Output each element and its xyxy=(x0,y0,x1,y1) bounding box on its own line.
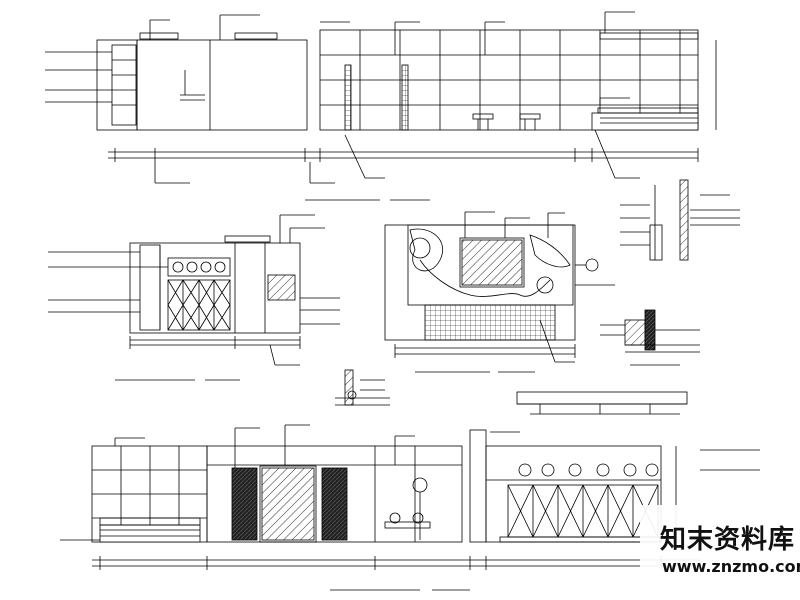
section-details xyxy=(335,179,740,415)
elevation-top xyxy=(45,11,717,201)
watermark: 知末资料库 www.znzmo.com xyxy=(640,505,800,600)
elevation-mid-center xyxy=(384,211,615,373)
elevation-bottom xyxy=(60,424,760,591)
watermark-title: 知末资料库 xyxy=(660,525,796,555)
watermark-url: www.znzmo.com xyxy=(662,557,800,576)
elevation-mid-left xyxy=(48,214,340,381)
